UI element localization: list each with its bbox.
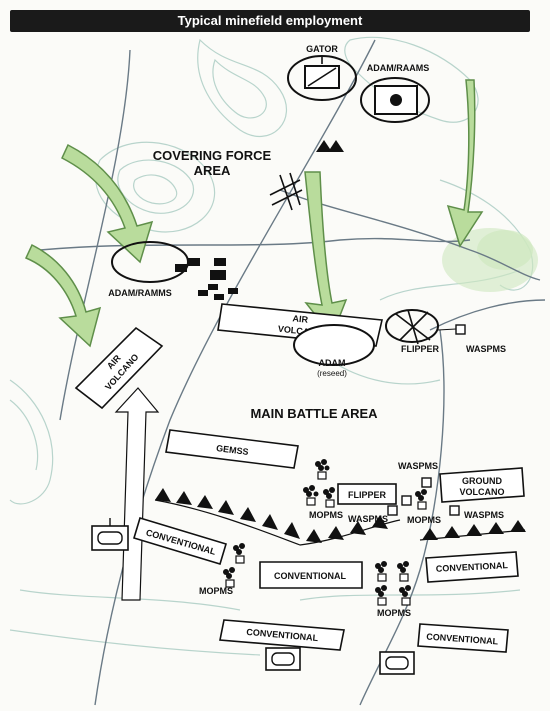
waspms-right-label: WASPMS — [464, 510, 504, 520]
attack-arrow-icon — [61, 143, 154, 264]
adam-reseed-minefield — [293, 324, 375, 366]
covering-force-label: COVERING FORCE — [153, 148, 272, 163]
obstacle-marker — [316, 140, 332, 152]
flipper-minefield-icon — [385, 309, 439, 345]
ground-volcano-line1: GROUND — [462, 476, 502, 486]
diagram-title: Typical minefield employment — [10, 10, 530, 32]
conventional-minefield-lower-center: CONVENTIONAL — [219, 619, 345, 651]
gator-label: GATOR — [306, 44, 338, 54]
minefield-obstacle-lines — [154, 140, 526, 546]
mopms-cluster-icon — [375, 561, 411, 606]
wire-obstacle-icon — [269, 172, 303, 211]
waspms-sensor-icon — [449, 505, 460, 516]
flipper-minefield-center: FLIPPER — [337, 483, 397, 505]
gator-ground-icon — [379, 651, 415, 675]
gator-aircraft-icon — [287, 55, 357, 101]
vegetation-patch — [442, 228, 538, 292]
conventional-label-right: CONVENTIONAL — [436, 560, 509, 574]
gemss-label: GEMSS — [216, 443, 249, 457]
waspms-top-label: WASPMS — [466, 344, 506, 354]
flipper-top-label: FLIPPER — [401, 344, 440, 354]
air-volcano-label-line1: AIR — [292, 313, 309, 325]
ground-volcano-minefield: GROUND VOLCANO — [439, 467, 525, 503]
mopms-cluster-icon — [223, 543, 245, 588]
waspms-sensor-icon — [387, 505, 398, 516]
unit-markers-icon — [175, 258, 238, 300]
main-battle-area-label: MAIN BATTLE AREA — [250, 406, 378, 421]
obstacle-triangles — [155, 488, 526, 543]
waspms-link-line — [437, 328, 457, 331]
ground-volcano-line2: VOLCANO — [460, 487, 505, 497]
waspms-mid-label: WASPMS — [398, 461, 438, 471]
conventional-minefield-lower-right: CONVENTIONAL — [417, 623, 509, 653]
gator-ground-icon — [91, 518, 129, 551]
reseed-label: (reseed) — [317, 369, 347, 378]
attack-arrow-icon — [446, 79, 484, 248]
conventional-minefield-center: CONVENTIONAL — [259, 561, 363, 589]
conventional-minefield-left: CONVENTIONAL — [133, 517, 227, 565]
gemss-minefield: GEMSS — [165, 429, 299, 469]
mopms-cluster-icon — [415, 489, 427, 510]
adam-raams-label: ADAM/RAAMS — [367, 63, 430, 73]
adam-ramms-label: ADAM/RAMMS — [108, 288, 172, 298]
waspms-sensor-icon — [401, 495, 412, 506]
adam-label: ADAM — [319, 358, 346, 368]
waspms-low-label: WASPMS — [348, 514, 388, 524]
mopms-label-center: MOPMS — [309, 510, 343, 520]
artillery-icon — [360, 77, 430, 123]
waspms-sensor-icon — [421, 477, 432, 488]
gator-ground-icon — [265, 647, 301, 671]
conventional-label-center: CONVENTIONAL — [274, 571, 347, 581]
mopms-label-right: MOPMS — [407, 515, 441, 525]
covering-force-area-label: AREA — [194, 163, 231, 178]
mopms-label-lower-center: MOPMS — [377, 608, 411, 618]
adam-ramms-minefield — [111, 241, 189, 283]
attack-arrow-icon — [24, 243, 102, 348]
attack-arrows — [24, 79, 484, 348]
attack-arrow-icon — [304, 171, 348, 338]
mopms-cluster-icon — [303, 459, 335, 508]
waspms-sensor-icon — [455, 324, 466, 335]
flipper-center-label: FLIPPER — [348, 490, 387, 500]
obstacle-marker — [328, 140, 344, 152]
mopms-label-lower-left: MOPMS — [199, 586, 233, 596]
conventional-minefield-right: CONVENTIONAL — [425, 551, 519, 583]
